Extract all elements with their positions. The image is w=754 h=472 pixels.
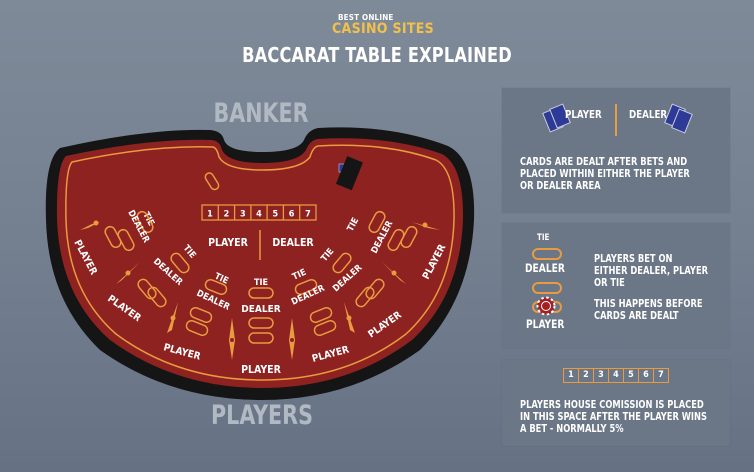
- panel2-text2-line2: CARDS ARE DEALT: [594, 310, 679, 322]
- svg-text:7: 7: [305, 210, 311, 220]
- page-title: BACCARAT TABLE EXPLAINED: [242, 43, 512, 67]
- svg-text:4: 4: [256, 210, 262, 220]
- panel2-text1-line1: PLAYERS BET ON: [594, 253, 673, 265]
- panel1-text-line3: OR DEALER AREA: [520, 180, 601, 192]
- casino-chip-icon: [536, 296, 556, 316]
- tie-bet-spot: [532, 248, 562, 260]
- logo-tagline: BEST ONLINE: [338, 13, 394, 22]
- center-player-label: PLAYER: [208, 237, 249, 249]
- cards-dealt-panel: PLAYER DEALER CARDS ARE DEALT AFTER BETS…: [502, 88, 730, 213]
- players-label: PLAYERS: [211, 400, 313, 431]
- seat-1: [204, 172, 220, 191]
- panel3-text-line3: A BET - NORMALLY 5%: [520, 423, 624, 435]
- dealer-bet-spot: [532, 282, 562, 294]
- svg-text:6: 6: [289, 210, 295, 220]
- panel1-divider: [615, 104, 617, 136]
- panel3-text-line1: PLAYERS HOUSE COMISSION IS PLACED: [520, 399, 704, 411]
- svg-text:TIE: TIE: [254, 278, 268, 288]
- table-felt: [56, 138, 464, 388]
- panel1-player-label: PLAYER: [565, 108, 602, 121]
- svg-text:2: 2: [224, 210, 230, 220]
- commission-boxes: 1 2 3 4 5 6 7: [201, 204, 317, 221]
- svg-text:3: 3: [240, 210, 246, 220]
- center-dealer-label: DEALER: [272, 237, 314, 249]
- card-shoe-icon: [335, 156, 363, 191]
- panel2-text1-line2: EITHER DEALER, PLAYER: [594, 265, 709, 277]
- baccarat-table: 1 2 3 4 5 6 7 PLAYER DEALER TIE DEALER P…: [45, 127, 475, 400]
- dealer-cards-icon: [664, 103, 693, 134]
- logo-brand: CASINO SITES: [332, 21, 434, 37]
- panel2-dealer-label: DEALER: [525, 261, 565, 275]
- panel2-tie-label: TIE: [537, 233, 550, 243]
- panel2-text2-line1: THIS HAPPENS BEFORE: [594, 298, 703, 310]
- player-cards-icon: [542, 103, 571, 133]
- svg-text:1: 1: [207, 210, 213, 220]
- svg-text:5: 5: [272, 210, 278, 220]
- panel2-text1-line3: OR TIE: [594, 277, 625, 289]
- betting-panel: TIE DEALER PLAYER PLAYERS BET ON EITHER …: [502, 223, 730, 348]
- svg-text:PLAYER: PLAYER: [241, 364, 282, 376]
- panel2-player-label: PLAYER: [526, 317, 565, 331]
- banker-label: BANKER: [213, 98, 309, 129]
- panel1-dealer-label: DEALER: [629, 108, 668, 121]
- panel1-text-line2: PLACED WITHIN EITHER THE PLAYER: [520, 168, 690, 180]
- table-border-line: [65, 144, 455, 381]
- seat-4: TIE DEALER PLAYER: [229, 278, 295, 376]
- panel3-text-line2: IN THIS SPACE AFTER THE PLAYER WINS: [520, 411, 707, 423]
- svg-text:DEALER: DEALER: [241, 304, 280, 315]
- panel1-text-line1: CARDS ARE DEALT AFTER BETS AND: [520, 156, 688, 168]
